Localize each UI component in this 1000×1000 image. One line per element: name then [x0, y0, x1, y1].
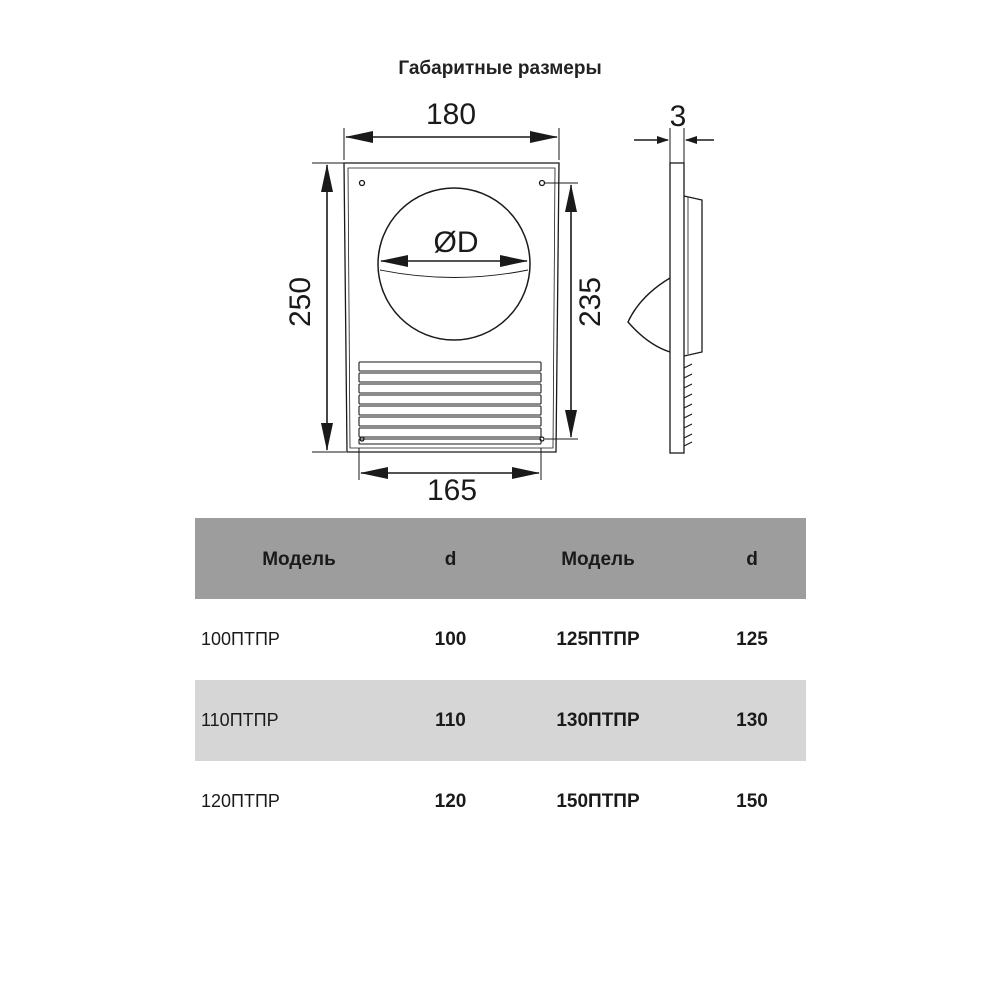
cell-model-b: 125ПТПР — [556, 629, 640, 650]
header-d-b: d — [746, 549, 758, 570]
side-spigot-body — [683, 195, 703, 357]
dim-label-diameter: ØD — [434, 226, 479, 259]
table-row: 100ПТПР 100 125ПТПР 125 — [195, 599, 806, 680]
mounting-hole-right — [538, 179, 546, 187]
cell-d-a: 100 — [434, 629, 467, 650]
front-view — [343, 162, 560, 453]
cell-d-a: 120 — [434, 791, 467, 812]
front-plate-inner-border — [347, 167, 556, 449]
page-title: Габаритные размеры — [398, 58, 602, 79]
cell-d-b: 130 — [736, 710, 768, 731]
extension-lines — [312, 128, 685, 480]
cell-model-a: 100ПТПР — [201, 629, 280, 649]
cell-d-b: 150 — [736, 791, 768, 812]
front-plate-outline — [343, 162, 560, 453]
dim-label-height-inner: 235 — [574, 277, 607, 327]
spec-table: Модель d Модель d 100ПТПР 100 125ПТПР 12… — [195, 518, 806, 842]
duct-spigot-inner-line — [379, 269, 529, 278]
cell-model-b: 130ПТПР — [556, 710, 640, 731]
cell-d-b: 125 — [736, 629, 768, 650]
dim-label-width-outer: 180 — [426, 98, 476, 131]
side-hood — [627, 277, 671, 353]
dimension-lines — [321, 131, 714, 479]
side-plate — [669, 162, 685, 454]
cell-model-a: 110ПТПР — [201, 710, 279, 730]
louvre-grille — [358, 361, 542, 445]
header-d-a: d — [444, 549, 457, 570]
table-row: 110ПТПР 110 130ПТПР 130 — [195, 680, 806, 761]
table-row: 120ПТПР 120 150ПТПР 150 — [195, 761, 806, 842]
header-model-a: Модель — [262, 549, 336, 570]
cell-model-b: 150ПТПР — [556, 791, 640, 812]
mounting-hole-left — [358, 179, 366, 187]
header-model-b: Модель — [561, 549, 635, 570]
duct-spigot — [377, 187, 531, 341]
dim-label-height-outer: 250 — [284, 277, 317, 327]
cell-d-a: 110 — [435, 710, 466, 731]
table-header-row: Модель d Модель d — [195, 518, 806, 599]
technical-drawing: 180 165 250 235 ØD 3 — [284, 98, 714, 507]
side-view — [627, 162, 703, 454]
cell-model-a: 120ПТПР — [201, 791, 280, 811]
side-louvre-fins — [683, 363, 693, 447]
dim-label-width-grille: 165 — [427, 474, 477, 507]
dim-label-thickness: 3 — [670, 100, 687, 133]
